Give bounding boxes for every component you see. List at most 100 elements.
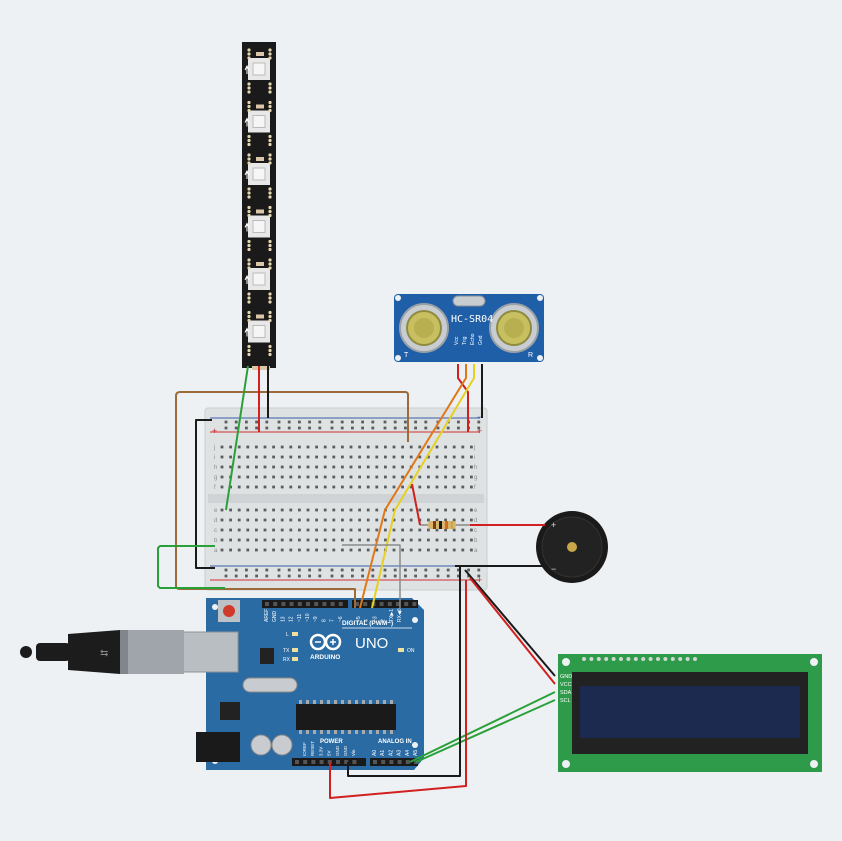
breadboard-hole[interactable]	[306, 455, 310, 459]
breadboard-hole[interactable]	[315, 518, 318, 522]
header-pin[interactable]	[311, 760, 316, 764]
breadboard-hole[interactable]	[237, 528, 241, 532]
breadboard-hole[interactable]	[384, 528, 387, 532]
breadboard-hole[interactable]	[229, 465, 232, 469]
rail-hole[interactable]	[351, 420, 354, 424]
breadboard-hole[interactable]	[384, 465, 387, 469]
breadboard-hole[interactable]	[366, 475, 370, 479]
breadboard-hole[interactable]	[280, 538, 284, 542]
breadboard-hole[interactable]	[323, 455, 327, 459]
breadboard-hole[interactable]	[263, 455, 267, 459]
rail-hole[interactable]	[436, 426, 440, 430]
rail-hole[interactable]	[351, 568, 354, 572]
breadboard-hole[interactable]	[427, 465, 430, 469]
breadboard-hole[interactable]	[444, 538, 447, 542]
rail-hole[interactable]	[265, 568, 269, 572]
header-pin[interactable]	[303, 760, 308, 764]
breadboard-hole[interactable]	[427, 538, 430, 542]
rail-hole[interactable]	[393, 420, 397, 424]
header-pin[interactable]	[306, 602, 310, 606]
breadboard-hole[interactable]	[392, 475, 396, 479]
breadboard-hole[interactable]	[263, 548, 267, 552]
breadboard-hole[interactable]	[332, 538, 336, 542]
rail-hole[interactable]	[404, 420, 407, 424]
breadboard-hole[interactable]	[272, 465, 275, 469]
breadboard-hole[interactable]	[349, 455, 353, 459]
header-pin[interactable]	[297, 602, 302, 606]
rail-hole[interactable]	[255, 574, 258, 578]
breadboard-hole[interactable]	[358, 465, 361, 469]
breadboard-hole[interactable]	[246, 538, 250, 542]
rail-hole[interactable]	[330, 426, 334, 430]
breadboard-hole[interactable]	[272, 455, 275, 459]
breadboard-hole[interactable]	[272, 445, 275, 449]
breadboard-hole[interactable]	[358, 518, 361, 522]
breadboard-hole[interactable]	[470, 528, 473, 532]
rail-hole[interactable]	[436, 568, 440, 572]
breadboard-hole[interactable]	[272, 508, 275, 512]
header-pin[interactable]	[412, 602, 417, 606]
rail-hole[interactable]	[383, 426, 387, 430]
rail-hole[interactable]	[446, 568, 450, 572]
breadboard-hole[interactable]	[289, 528, 293, 532]
breadboard-hole[interactable]	[461, 485, 465, 489]
breadboard-hole[interactable]	[470, 518, 473, 522]
breadboard-hole[interactable]	[461, 475, 465, 479]
breadboard-hole[interactable]	[332, 508, 336, 512]
rail-hole[interactable]	[404, 568, 407, 572]
rail-hole[interactable]	[424, 420, 428, 424]
breadboard-hole[interactable]	[237, 455, 241, 459]
rail-hole[interactable]	[265, 420, 269, 424]
breadboard-hole[interactable]	[220, 548, 224, 552]
breadboard-hole[interactable]	[280, 548, 284, 552]
breadboard-hole[interactable]	[229, 518, 232, 522]
breadboard-hole[interactable]	[315, 485, 318, 489]
breadboard-hole[interactable]	[229, 528, 232, 532]
breadboard-hole[interactable]	[220, 508, 224, 512]
header-pin[interactable]	[389, 760, 394, 764]
header-pin[interactable]	[336, 760, 340, 764]
breadboard-hole[interactable]	[263, 485, 267, 489]
breadboard-hole[interactable]	[358, 508, 361, 512]
breadboard-hole[interactable]	[470, 445, 473, 449]
breadboard-hole[interactable]	[392, 548, 396, 552]
breadboard-hole[interactable]	[418, 445, 422, 449]
breadboard-hole[interactable]	[332, 465, 336, 469]
rail-hole[interactable]	[446, 574, 450, 578]
breadboard-hole[interactable]	[418, 508, 422, 512]
breadboard-hole[interactable]	[272, 485, 275, 489]
rail-hole[interactable]	[277, 574, 281, 578]
rail-hole[interactable]	[424, 426, 428, 430]
header-pin[interactable]	[379, 602, 384, 606]
breadboard-hole[interactable]	[418, 475, 422, 479]
breadboard-hole[interactable]	[289, 518, 293, 522]
rail-hole[interactable]	[287, 574, 291, 578]
breadboard-hole[interactable]	[289, 445, 293, 449]
breadboard-hole[interactable]	[409, 508, 413, 512]
breadboard-hole[interactable]	[315, 538, 318, 542]
header-pin[interactable]	[289, 602, 294, 606]
breadboard-hole[interactable]	[237, 475, 241, 479]
breadboard-hole[interactable]	[237, 485, 241, 489]
breadboard-hole[interactable]	[280, 528, 284, 532]
breadboard-hole[interactable]	[306, 518, 310, 522]
rail-hole[interactable]	[393, 426, 397, 430]
breadboard-hole[interactable]	[220, 475, 224, 479]
breadboard-hole[interactable]	[323, 518, 327, 522]
breadboard-hole[interactable]	[220, 518, 224, 522]
breadboard-hole[interactable]	[246, 548, 250, 552]
breadboard-hole[interactable]	[341, 518, 344, 522]
breadboard-hole[interactable]	[341, 465, 344, 469]
breadboard-hole[interactable]	[306, 528, 310, 532]
header-pin[interactable]	[265, 602, 269, 606]
rail-hole[interactable]	[477, 420, 481, 424]
breadboard-hole[interactable]	[229, 548, 232, 552]
rail-hole[interactable]	[318, 574, 322, 578]
breadboard-hole[interactable]	[246, 475, 250, 479]
rail-hole[interactable]	[330, 420, 334, 424]
breadboard-hole[interactable]	[272, 518, 275, 522]
breadboard-hole[interactable]	[384, 445, 387, 449]
breadboard-hole[interactable]	[289, 538, 293, 542]
breadboard-hole[interactable]	[444, 465, 447, 469]
rail-hole[interactable]	[298, 568, 301, 572]
